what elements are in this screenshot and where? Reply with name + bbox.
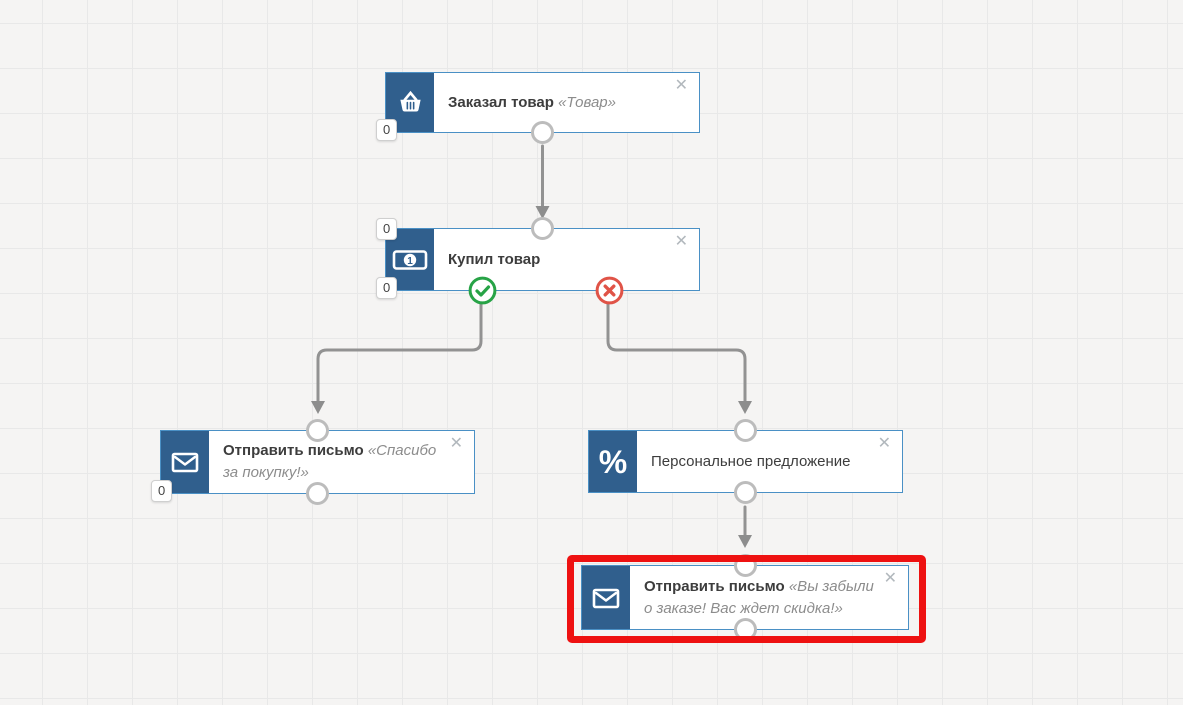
output-port[interactable] xyxy=(734,481,757,504)
close-icon[interactable]: ✕ xyxy=(883,570,897,587)
counter-badge: 0 xyxy=(376,218,398,240)
percent-glyph: % xyxy=(598,443,628,480)
node-title: Отправить письмо xyxy=(644,577,785,595)
output-port[interactable] xyxy=(733,618,757,641)
envelope-icon xyxy=(582,566,630,629)
branch-no-icon[interactable] xyxy=(595,276,624,305)
percent-icon: % xyxy=(589,431,637,492)
counter-badge: 0 xyxy=(376,119,398,141)
arrowhead xyxy=(738,535,752,548)
counter-badge: 0 xyxy=(376,277,398,299)
output-port[interactable] xyxy=(531,121,554,144)
node-bought-product[interactable]: 1 Купил товар ✕ 0 0 xyxy=(376,217,700,305)
input-port[interactable] xyxy=(306,419,329,442)
branch-yes-icon[interactable] xyxy=(468,276,497,305)
input-port[interactable] xyxy=(531,217,554,240)
node-send-email-discount[interactable]: Отправить письмо «Вы забыли о заказе! Ва… xyxy=(581,554,909,641)
close-icon[interactable]: ✕ xyxy=(674,233,688,250)
wire-no-to-personal-offer xyxy=(606,294,747,404)
node-personal-offer[interactable]: % Персональное предложение ✕ xyxy=(588,419,903,504)
node-title: Персональное предложение xyxy=(651,452,851,470)
input-port[interactable] xyxy=(733,554,757,577)
node-title: Заказал товар xyxy=(448,93,554,111)
svg-text:1: 1 xyxy=(407,256,413,267)
node-subtitle: «Товар» xyxy=(558,93,616,111)
node-subtitle: «Вы забыли о заказе! Вас ждет скидка!» xyxy=(644,577,874,617)
close-icon[interactable]: ✕ xyxy=(877,435,891,452)
input-port[interactable] xyxy=(734,419,757,442)
arrowhead xyxy=(738,401,752,414)
node-subtitle: «Спасибо за покупку!» xyxy=(223,442,437,481)
node-title: Купил товар xyxy=(448,250,541,268)
node-ordered-product[interactable]: Заказал товар «Товар» ✕ 0 xyxy=(376,72,700,144)
node-title: Отправить письмо xyxy=(223,442,364,459)
close-icon[interactable]: ✕ xyxy=(674,77,688,94)
node-send-email-thanks[interactable]: Отправить письмо «Спасибо за покупку!» ✕… xyxy=(151,419,475,505)
wire-yes-to-email-thanks xyxy=(316,294,483,404)
arrowhead xyxy=(311,401,325,414)
close-icon[interactable]: ✕ xyxy=(449,435,463,452)
counter-badge: 0 xyxy=(151,480,173,502)
output-port[interactable] xyxy=(306,482,329,505)
